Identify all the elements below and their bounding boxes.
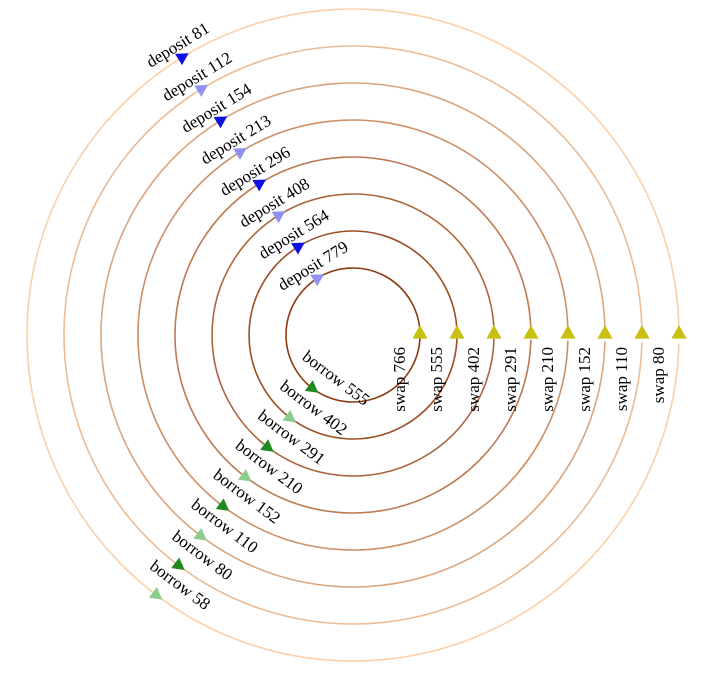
ring-1-swap-marker xyxy=(634,325,650,339)
ring-4-deposit-marker xyxy=(252,179,266,192)
ring-7-arc xyxy=(285,267,421,403)
ring-0-arc xyxy=(26,8,680,662)
ring-7-swap-label: swap 766 xyxy=(390,347,409,412)
ring-4-swap-marker xyxy=(523,325,539,339)
ring-3-borrow-marker xyxy=(215,498,230,511)
ring-6-arc xyxy=(248,230,458,440)
ring-1-arc xyxy=(63,45,643,625)
ring-0-swap-marker xyxy=(671,325,687,339)
ring-4-borrow-marker xyxy=(237,468,252,482)
ring-5-arc xyxy=(211,193,495,477)
ring-7-deposit-marker xyxy=(310,274,324,287)
ring-1-swap-label: swap 110 xyxy=(612,347,631,411)
ring-7-swap-marker xyxy=(412,325,428,339)
ring-4-arc xyxy=(174,156,532,514)
ring-1-borrow-marker xyxy=(171,557,185,571)
ring-0-borrow-marker xyxy=(148,587,163,600)
ring-3-swap-label: swap 210 xyxy=(538,347,557,412)
ring-2-borrow-marker xyxy=(193,528,207,541)
ring-7-borrow-marker xyxy=(304,380,319,393)
ring-1-deposit-marker xyxy=(194,84,208,97)
ring-0-swap-label: swap 80 xyxy=(649,347,668,403)
ring-6-deposit-marker xyxy=(291,242,305,255)
ring-6-swap-marker xyxy=(449,325,465,339)
ring-0-deposit-marker xyxy=(175,53,189,66)
ring-5-deposit-marker xyxy=(271,211,286,224)
ring-5-swap-label: swap 402 xyxy=(464,347,483,412)
ring-3-arc xyxy=(137,119,569,551)
ring-2-swap-label: swap 152 xyxy=(575,347,594,412)
rings-layer xyxy=(26,8,680,662)
ring-3-deposit-marker xyxy=(233,148,247,160)
markers-layer xyxy=(148,53,687,600)
ring-2-arc xyxy=(100,82,606,588)
ring-2-swap-marker xyxy=(597,325,613,339)
ring-6-swap-label: swap 555 xyxy=(427,347,446,412)
ring-3-swap-marker xyxy=(560,325,576,339)
ring-2-deposit-marker xyxy=(213,116,228,129)
ring-5-swap-marker xyxy=(486,325,502,339)
ring-5-borrow-marker xyxy=(260,439,274,452)
ring-6-borrow-marker xyxy=(282,409,296,423)
ring-4-swap-label: swap 291 xyxy=(501,347,520,412)
